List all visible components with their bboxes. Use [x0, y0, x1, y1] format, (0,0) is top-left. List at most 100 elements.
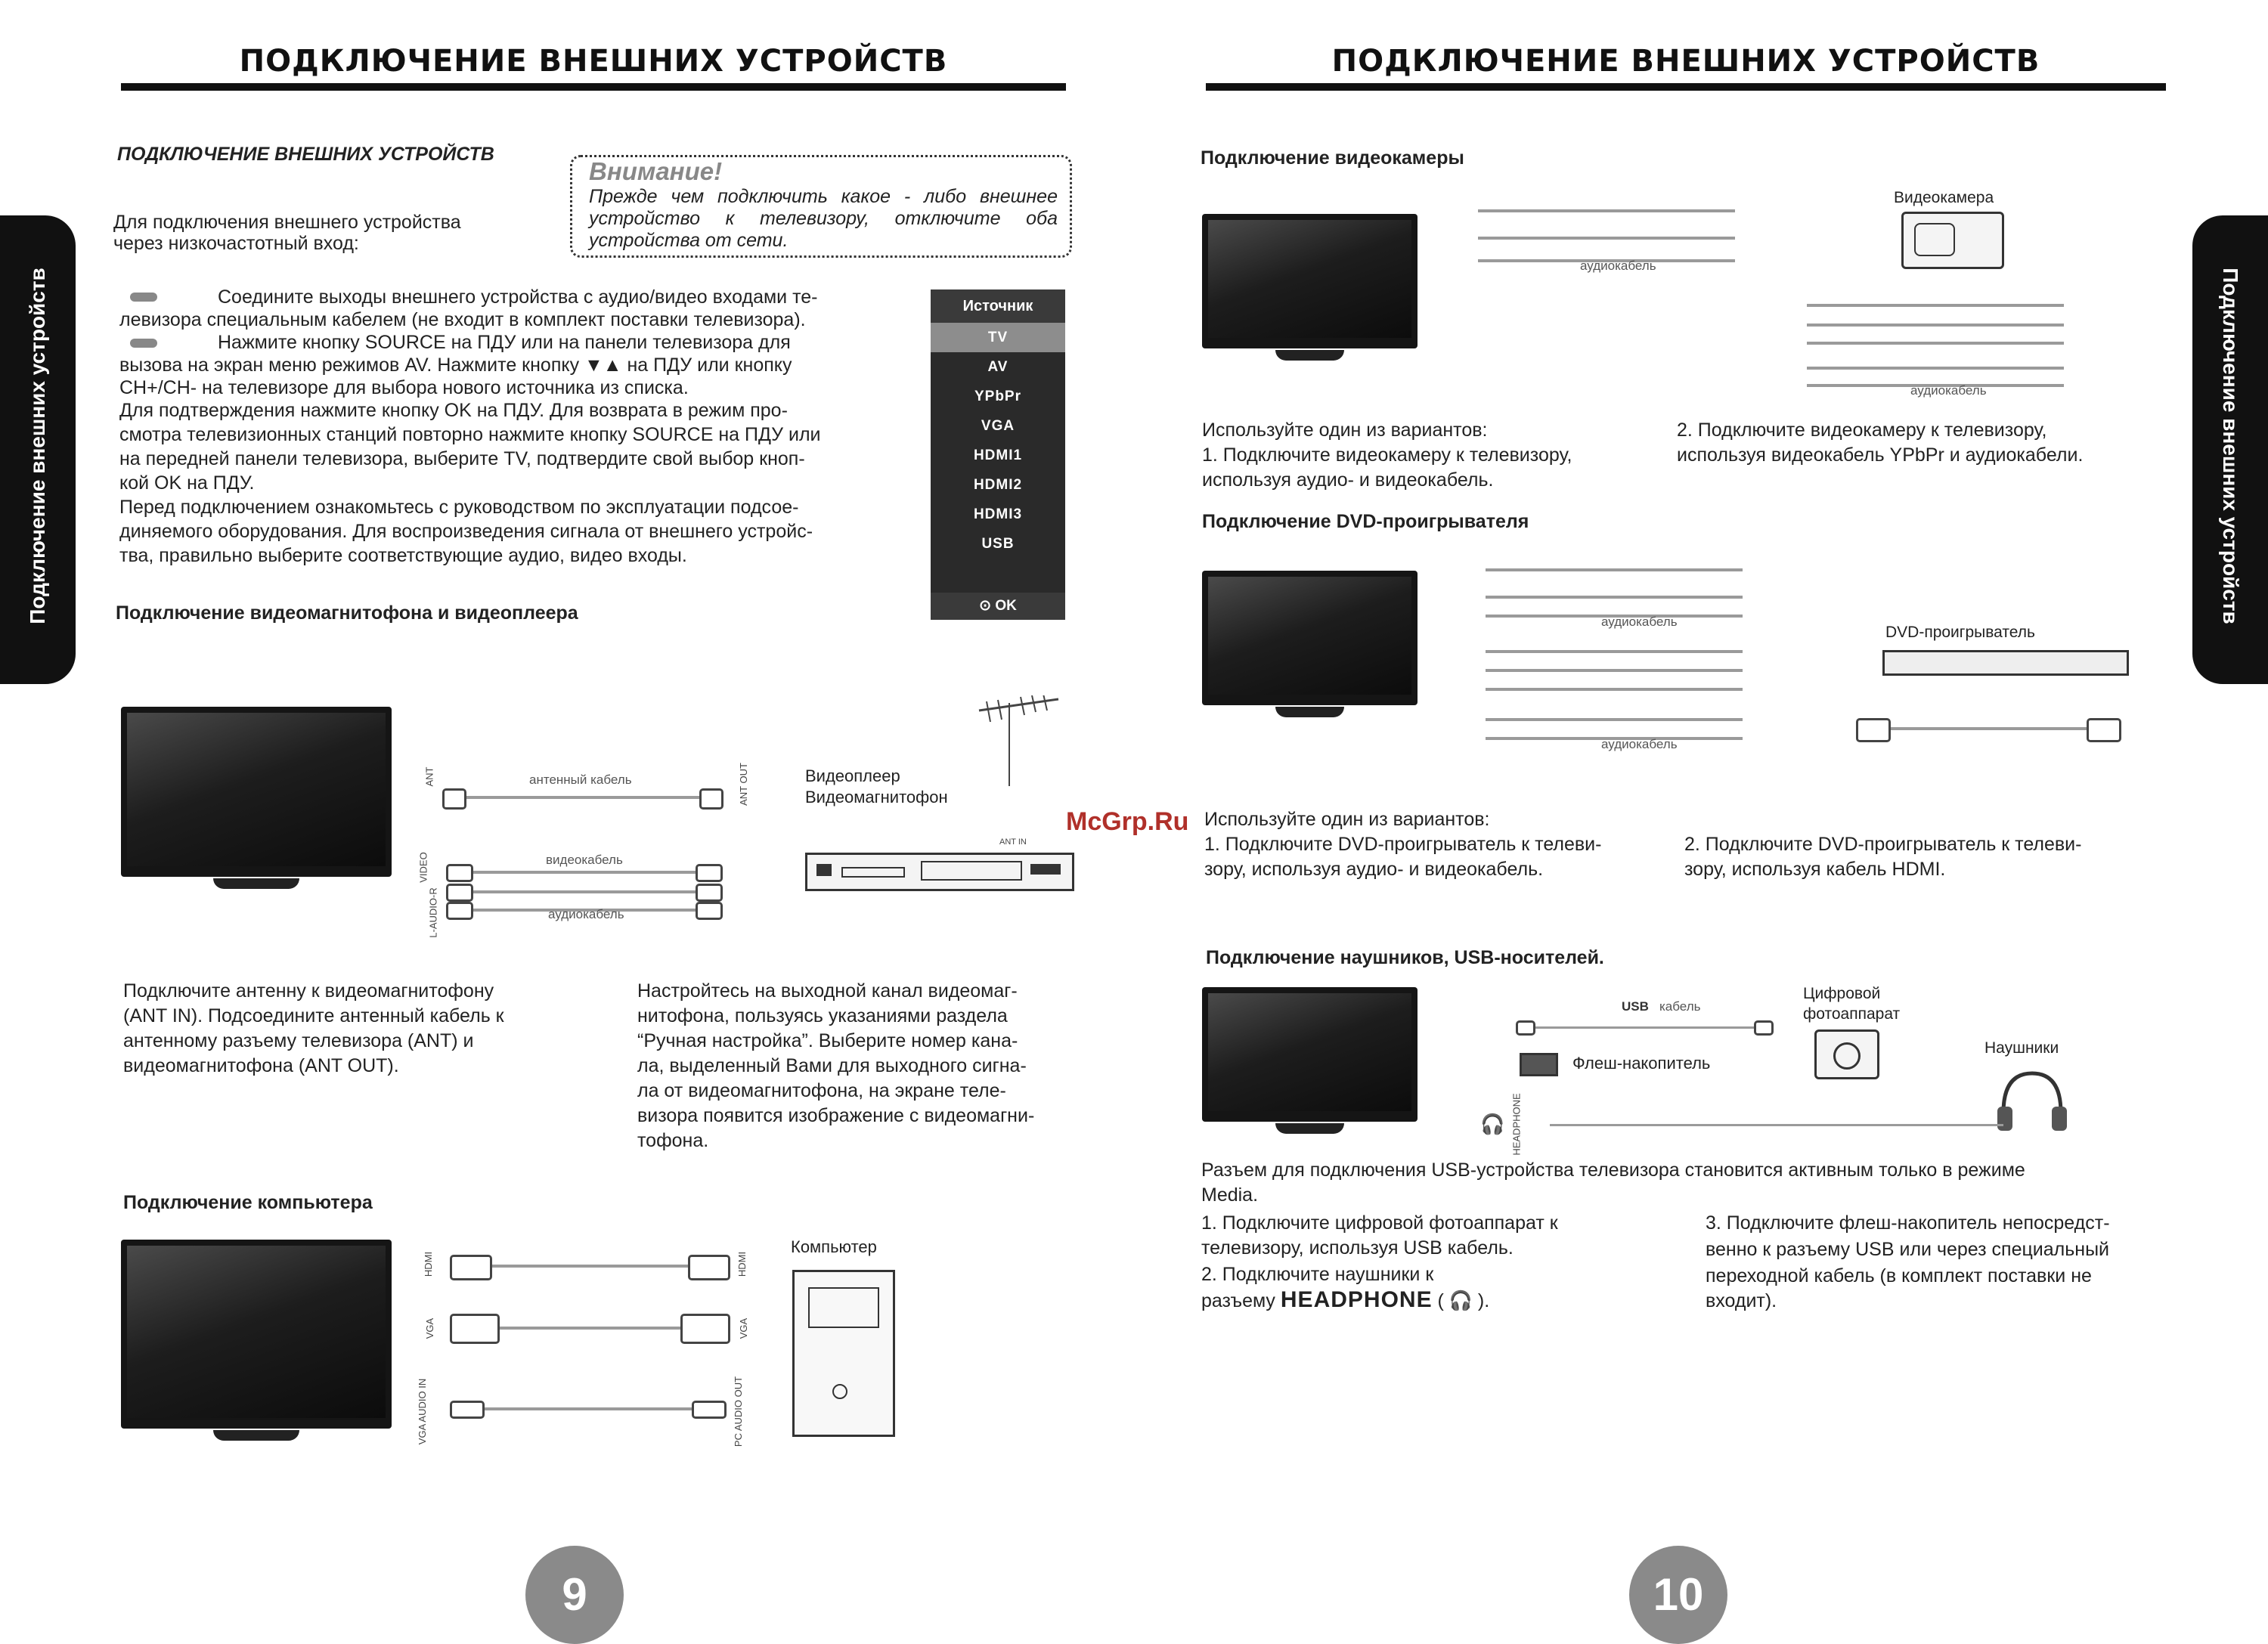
audio-cable-label: аудиокабель [1601, 737, 1678, 751]
usb-plug [1516, 1020, 1535, 1036]
rca-plug [696, 864, 723, 882]
dvd-left-line: Используйте один из вариантов: [1204, 809, 1490, 830]
rca-plug [446, 902, 473, 920]
para-line: вызова на экран меню режимов AV. Нажмите… [119, 354, 792, 376]
para-line: смотра телевизионных станций повторно на… [119, 424, 821, 445]
vga-plug [450, 1314, 500, 1344]
audio-cable-label: аудиокабель [1601, 615, 1678, 629]
hdmi-plug [2087, 718, 2121, 742]
rca-plug [446, 884, 473, 902]
computer-label: Компьютер [791, 1237, 877, 1256]
ypbpr-cable [1486, 688, 1743, 691]
source-menu-item-ypbpr[interactable]: YPbPr [974, 389, 1022, 404]
laudio-port-label: L-AUDIO-R [427, 887, 439, 938]
vcr-right-line: “Ручная настройка”. Выберите номер кана- [637, 1030, 1018, 1051]
right-side-tab [2192, 215, 2268, 684]
vcr-left-line: антенному разъему телевизора (ANT) и [123, 1030, 474, 1051]
camcorder-left-line: используя аудио- и видеокабель. [1202, 469, 1494, 491]
svbs-cable [1486, 568, 1743, 571]
vcr-right-line: Настройтесь на выходной канал видеомаг- [637, 980, 1018, 1002]
usb-left-line: 2. Подключите наушники к [1201, 1264, 1434, 1285]
vcr-section-title: Подключение видеомагнитофона и видеоплее… [116, 602, 578, 624]
dvd-left-line: 1. Подключите DVD-проигрыватель к телеви… [1204, 834, 1602, 855]
tv-illustration [121, 707, 392, 889]
dvd-section-title: Подключение DVD-проигрывателя [1202, 511, 1529, 532]
headphone-keyword: HEADPHONE [1280, 1287, 1433, 1312]
usb-right-line: 3. Подключите флеш-накопитель непосредст… [1706, 1212, 2110, 1234]
camera-label-2: фотоаппарат [1803, 1005, 1901, 1023]
pc-audio-out-label: PC AUDIO OUT [733, 1376, 745, 1447]
computer-icon [792, 1270, 895, 1437]
para-line: Для подтверждения нажмите кнопку OK на П… [119, 400, 788, 421]
dvd-left-line: зору, используя аудио- и видеокабель. [1204, 859, 1544, 880]
right-header-rule [1206, 83, 2166, 91]
audio-cable [1478, 259, 1735, 262]
usb-left-line: телевизору, используя USB кабель. [1201, 1237, 1514, 1259]
dvd-player-icon [1882, 650, 2129, 676]
usb-section-title: Подключение наушников, USB-носителей. [1206, 947, 1604, 968]
hdmi-label: HDMI [423, 1251, 435, 1277]
svbs-cable [1478, 209, 1735, 212]
vga-audio-in-label: VGA AUDIO IN [417, 1378, 429, 1445]
usb-left-prefix: разъему [1201, 1290, 1281, 1311]
source-menu-item-av[interactable]: AV [987, 359, 1009, 375]
right-page-header: ПОДКЛЮЧЕНИЕ ВНЕШНИХ УСТРОЙСТВ [1331, 44, 2040, 79]
source-menu-item-hdmi3[interactable]: HDMI3 [973, 506, 1023, 522]
source-menu-item-tv[interactable]: TV [931, 323, 1065, 352]
ant-out-label: ANT OUT [737, 763, 749, 806]
pc-section-title: Подключение компьютера [123, 1192, 373, 1213]
ypbpr-cable [1486, 650, 1743, 653]
headphones-label: Наушники [1984, 1039, 2059, 1057]
source-menu: Источник TV AV YPbPr VGA HDMI1 HDMI2 HDM… [931, 289, 1065, 620]
audio-plug [450, 1401, 485, 1419]
source-menu-item-hdmi1[interactable]: HDMI1 [973, 447, 1023, 463]
camera-label-1: Цифровой [1803, 985, 1881, 1002]
source-menu-item-vga[interactable]: VGA [981, 418, 1015, 434]
headphone-cable [1550, 1124, 2003, 1126]
vga-plug [680, 1314, 730, 1344]
hdmi-plug [1856, 718, 1891, 742]
ant-in-label: ANT IN [999, 837, 1027, 847]
vga-label: VGA [738, 1317, 750, 1339]
audio-cable [469, 1407, 718, 1410]
warning-title: Внимание! [589, 157, 723, 185]
headphone-icon: 🎧 [1480, 1113, 1505, 1135]
flash-label: Флеш-накопитель [1572, 1054, 1711, 1073]
usb-cable-label: кабель [1659, 999, 1701, 1014]
audio-cable [1486, 615, 1743, 618]
vcr-left-line: (ANT IN). Подсоедините антенный кабель к [123, 1005, 504, 1026]
left-section-title: ПОДКЛЮЧЕНИЕ ВНЕШНИХ УСТРОЙСТВ [117, 144, 494, 165]
audio-cable-label: аудиокабель [1580, 259, 1656, 273]
para-line: Нажмите кнопку SOURCE на ПДУ или на пане… [218, 332, 791, 353]
vga-label: VGA [424, 1317, 436, 1339]
bullet-icon-1 [130, 293, 157, 302]
audio-cable [1486, 718, 1743, 721]
rca-plug [696, 884, 723, 902]
tv-illustration [1202, 987, 1418, 1134]
headphone-port-label: HEADPHONE [1510, 1093, 1523, 1156]
source-menu-item-usb[interactable]: USB [981, 536, 1015, 552]
vcr-right-line: ла, выделенный Вами для выходного сигна- [637, 1055, 1027, 1076]
vcr-right-line: тофона. [637, 1130, 709, 1151]
para-line: тва, правильно выберите соответствующие … [119, 545, 687, 566]
ant-port-label: ANT [423, 766, 435, 787]
left-side-tab [0, 215, 76, 684]
hdmi-label: HDMI [736, 1251, 748, 1277]
source-menu-ok[interactable]: ⊙ OK [931, 593, 1065, 620]
audio-cable-label: аудиокабель [1910, 383, 1987, 398]
camera-icon [1814, 1029, 1879, 1079]
para-line: диняемого оборудования. Для воспроизведе… [119, 521, 813, 542]
usb-note-line: Media. [1201, 1184, 1259, 1206]
dvd-right-line: 2. Подключите DVD-проигрыватель к телеви… [1684, 834, 2082, 855]
usb-label: USB [1622, 999, 1649, 1014]
hdmi-cable [1867, 727, 2094, 730]
rca-plug [696, 902, 723, 920]
video-port-label: VIDEO [417, 852, 429, 883]
para-line: на передней панели телевизора, выберите … [119, 448, 805, 469]
antenna-cable-label: антенный кабель [529, 772, 632, 787]
ypbpr-cable [1807, 304, 2064, 307]
intro-line-1: Для подключения внешнего устройства [113, 212, 461, 233]
source-menu-item-hdmi2[interactable]: HDMI2 [973, 477, 1023, 493]
audio-plug [692, 1401, 727, 1419]
audio-cable-label: аудиокабель [548, 907, 624, 921]
